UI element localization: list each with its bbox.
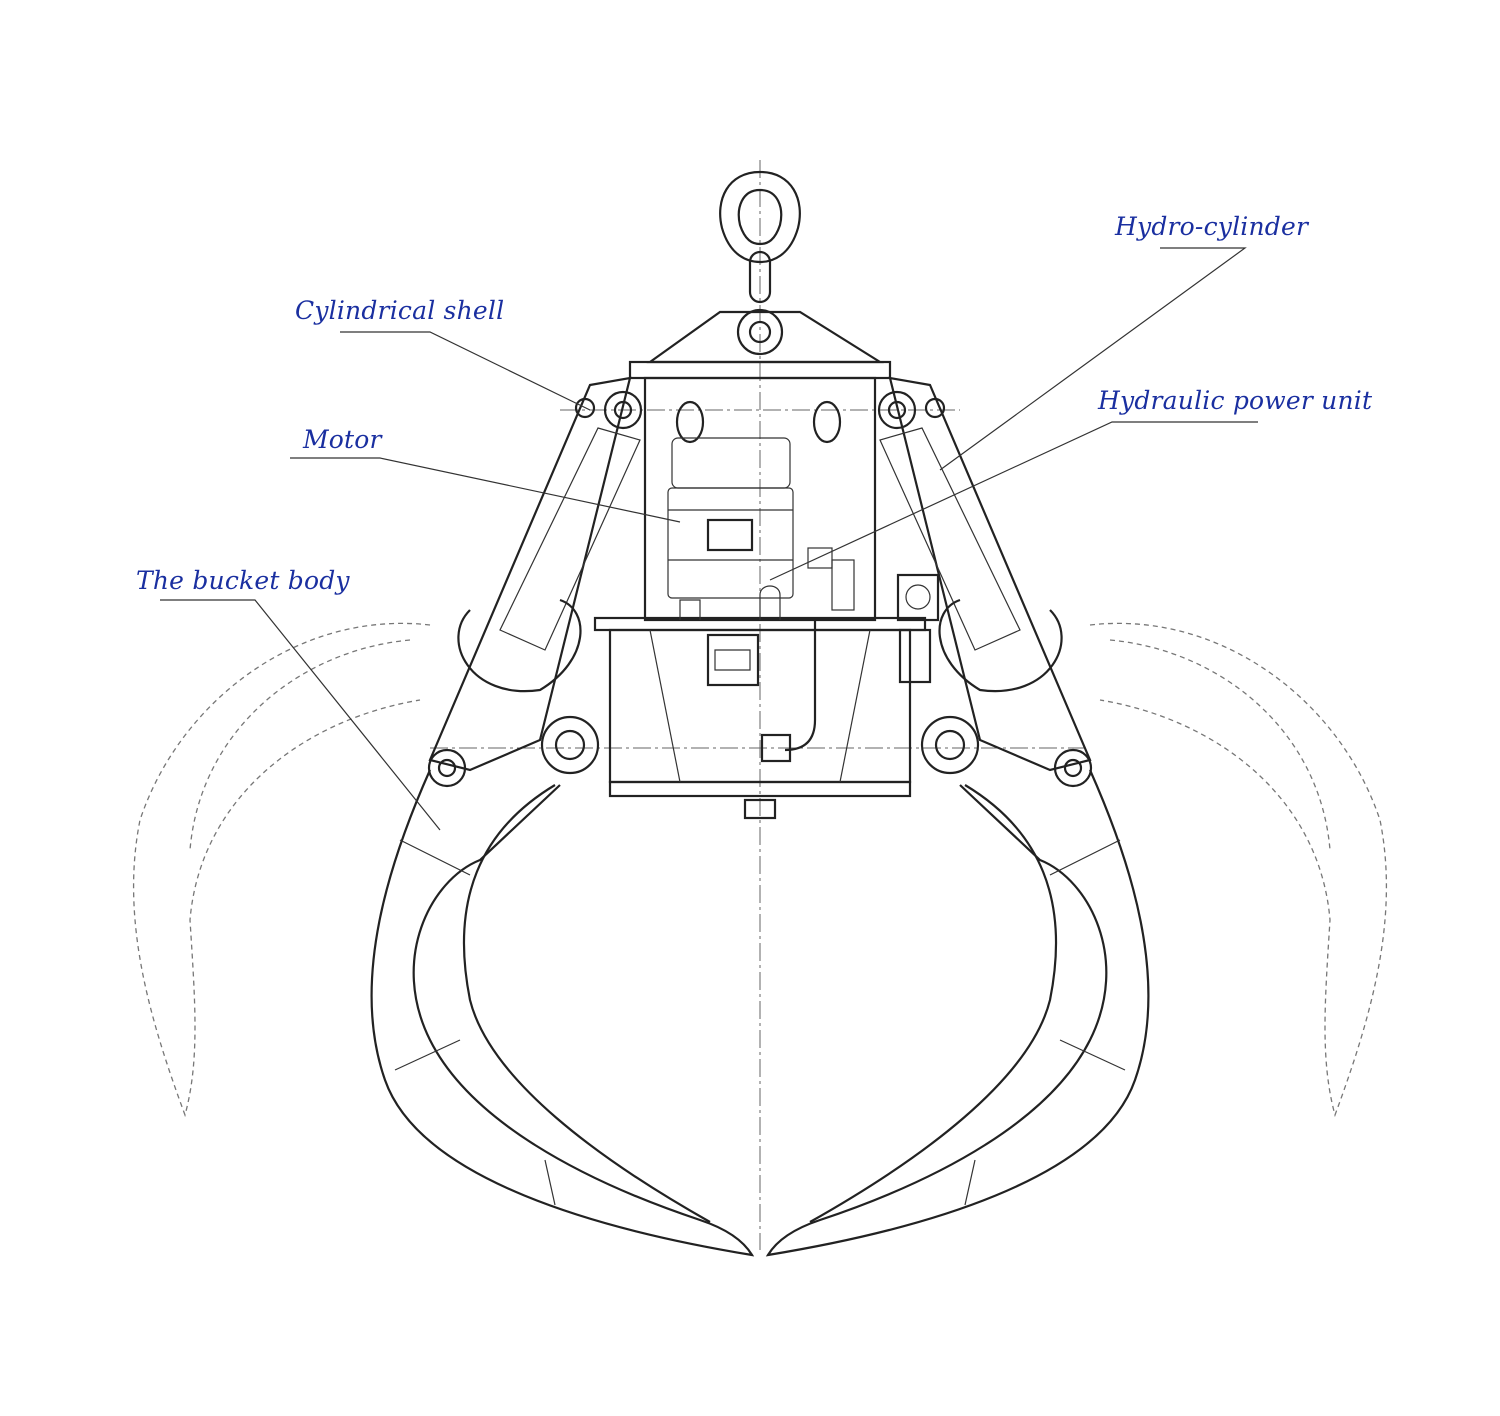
left-jaw <box>370 769 755 1257</box>
lower-frame <box>593 573 940 820</box>
hydraulic-power-unit <box>679 547 855 620</box>
leader-cylindrical-shell <box>340 331 591 411</box>
label-motor: Motor <box>303 425 382 454</box>
right-arm <box>877 376 1093 788</box>
leader-bucket-body <box>160 599 441 831</box>
label-hydro-cylinder: Hydro-cylinder <box>1115 212 1309 241</box>
leader-hydro-cylinder <box>939 247 1247 471</box>
leader-motor <box>290 457 681 523</box>
left-jaw-open <box>132 622 431 1118</box>
leader-hydraulic-power-unit <box>769 421 1258 581</box>
right-jaw-open <box>1089 622 1388 1118</box>
lifting-eye <box>646 170 884 364</box>
left-arm <box>427 376 643 788</box>
label-bucket-body: The bucket body <box>136 566 350 595</box>
label-hydraulic-power-unit: Hydraulic power unit <box>1098 386 1373 415</box>
label-cylindrical-shell: Cylindrical shell <box>295 296 505 325</box>
right-jaw <box>765 769 1150 1257</box>
